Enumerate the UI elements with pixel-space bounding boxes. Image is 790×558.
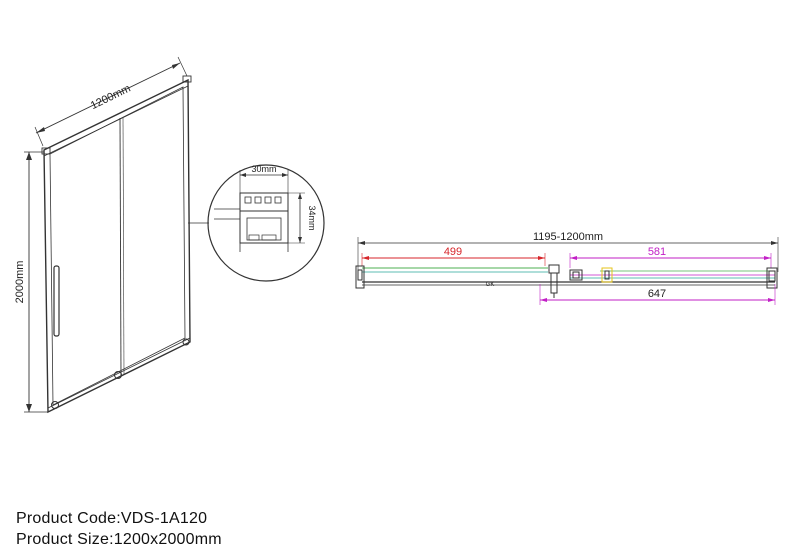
- product-code: Product Code:VDS-1A120: [16, 510, 208, 527]
- door-frame-inner: [49, 86, 186, 406]
- profile-body: [239, 210, 289, 244]
- fixed-panel-dimension: [361, 253, 546, 266]
- door-frame-outer: [43, 78, 191, 414]
- left-wall-profile: [355, 265, 365, 289]
- door-width-label: 581: [648, 246, 666, 258]
- height-dimension: [24, 151, 48, 413]
- roller-right: [182, 338, 190, 346]
- height-label: 2000mm: [14, 261, 26, 304]
- total-width-label: 1195-1200mm: [533, 231, 603, 243]
- front-view: [41, 75, 192, 414]
- fixed-panel-label: 499: [444, 246, 462, 258]
- technical-drawing: 1200mm 2000mm: [14, 56, 779, 414]
- panel-divider: [119, 117, 122, 377]
- plan-rails: [362, 267, 775, 286]
- detail-circle: [207, 164, 325, 282]
- profile-width-label: 30mm: [251, 164, 276, 174]
- glass-mark: GK: [486, 282, 495, 288]
- total-dimension: [357, 237, 779, 272]
- door-dimension: [569, 253, 772, 268]
- door-seal-block: [601, 267, 613, 283]
- door-travel-dimension: [539, 284, 776, 305]
- width-dimension: [34, 56, 188, 147]
- width-label: 1200mm: [89, 83, 133, 113]
- right-wall-profile: [766, 267, 778, 289]
- center-connector: [548, 264, 560, 298]
- profile-height-label: 34mm: [307, 205, 317, 230]
- detail-arrows: [240, 173, 302, 243]
- profile-detail: [188, 164, 325, 282]
- door-travel-label: 647: [648, 288, 666, 300]
- door-handle-block: [569, 269, 583, 281]
- product-size: Product Size:1200x2000mm: [16, 531, 222, 548]
- door-handle: [53, 265, 60, 337]
- roller-left: [51, 401, 59, 409]
